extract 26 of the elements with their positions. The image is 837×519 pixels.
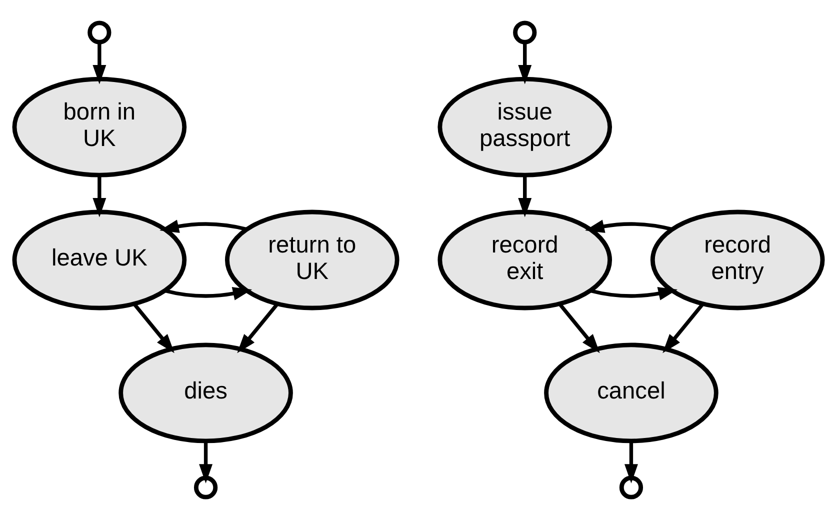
- node-ellipse: record entry: [650, 209, 825, 310]
- arrow: [92, 174, 106, 217]
- arrow: [558, 302, 600, 353]
- node-circle: [513, 20, 537, 44]
- node-ellipse: return to UK: [224, 209, 400, 310]
- arrow: [662, 302, 704, 353]
- node-circle: [194, 475, 218, 499]
- node-circle: [88, 20, 112, 44]
- node-circle: [619, 475, 644, 499]
- arrow: [132, 302, 174, 353]
- node-ellipse: issue passport: [438, 76, 612, 177]
- arrow: [92, 42, 106, 84]
- arrow: [624, 440, 638, 483]
- node-ellipse: leave UK: [12, 209, 187, 310]
- arrow: [518, 174, 532, 217]
- arrow: [237, 302, 279, 353]
- arrow: [585, 219, 672, 232]
- node-ellipse: born in UK: [12, 76, 187, 177]
- arrow: [160, 219, 248, 232]
- arrow: [164, 286, 252, 300]
- node-ellipse: dies: [118, 342, 293, 443]
- node-ellipse: record exit: [438, 209, 612, 310]
- node-ellipse: cancel: [544, 342, 718, 443]
- arrow: [199, 440, 213, 483]
- arrow: [590, 286, 678, 300]
- arrow: [518, 42, 532, 84]
